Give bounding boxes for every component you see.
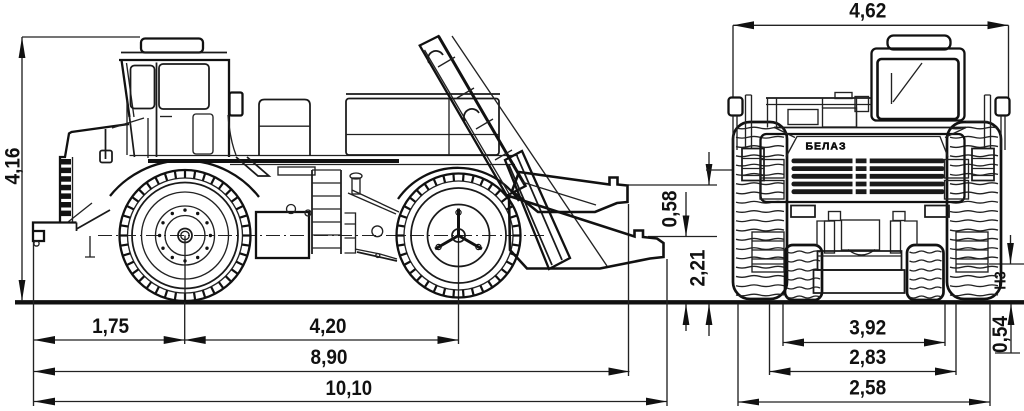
svg-text:3,92: 3,92 xyxy=(849,317,886,340)
svg-text:4,16: 4,16 xyxy=(2,148,25,185)
svg-text:0,58: 0,58 xyxy=(659,190,682,227)
svg-text:2,21: 2,21 xyxy=(687,249,710,286)
svg-text:2,58: 2,58 xyxy=(849,377,886,400)
svg-text:0,54: 0,54 xyxy=(989,316,1012,353)
svg-text:1,75: 1,75 xyxy=(92,315,129,338)
svg-text:10,10: 10,10 xyxy=(326,377,373,400)
svg-text:БЕЛАЗ: БЕЛАЗ xyxy=(805,141,846,153)
svg-text:8,90: 8,90 xyxy=(311,346,348,369)
svg-text:4,62: 4,62 xyxy=(849,0,886,23)
svg-text:4,20: 4,20 xyxy=(310,315,347,338)
svg-text:2,83: 2,83 xyxy=(849,346,886,369)
